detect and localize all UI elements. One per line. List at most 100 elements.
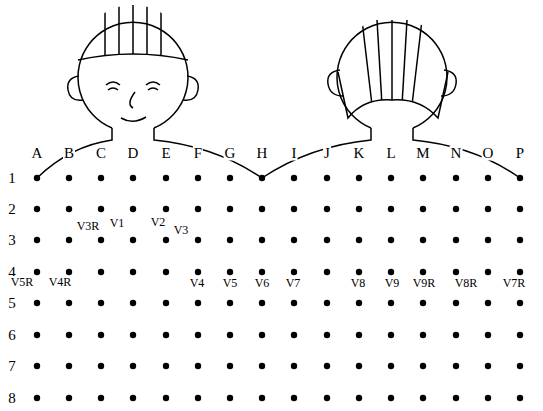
electrode-dot <box>291 206 297 212</box>
electrode-dot <box>291 175 297 181</box>
column-letter: C <box>95 146 107 161</box>
electrode-dot <box>356 175 362 181</box>
electrode-dot <box>130 206 136 212</box>
lead-label: V2 <box>150 216 167 228</box>
electrode-dot <box>420 395 426 401</box>
lead-label: V3R <box>76 220 101 232</box>
electrode-dot <box>34 175 40 181</box>
column-letter: G <box>224 146 237 161</box>
electrode-dot <box>485 269 491 275</box>
column-letter: N <box>450 146 463 161</box>
electrode-dot <box>453 395 459 401</box>
electrode-dot <box>163 206 169 212</box>
electrode-dot <box>485 206 491 212</box>
electrode-dot <box>453 206 459 212</box>
electrode-dot <box>227 395 233 401</box>
electrode-dot <box>324 237 330 243</box>
electrode-dot <box>324 175 330 181</box>
column-letter: A <box>31 146 44 161</box>
electrode-dot <box>388 395 394 401</box>
electrode-dot <box>130 237 136 243</box>
lead-label: V8R <box>454 277 479 289</box>
electrode-dot <box>163 363 169 369</box>
electrode-dot <box>98 175 104 181</box>
electrode-dot <box>324 332 330 338</box>
electrode-dot <box>66 300 72 306</box>
electrode-dot <box>259 269 265 275</box>
electrode-dot <box>98 395 104 401</box>
electrode-dot <box>98 300 104 306</box>
electrode-dot <box>291 332 297 338</box>
column-letter: F <box>193 146 203 161</box>
electrode-dot <box>227 300 233 306</box>
column-letter: B <box>63 146 75 161</box>
electrode-dot <box>98 237 104 243</box>
row-number: 3 <box>7 233 17 248</box>
electrode-dot <box>388 237 394 243</box>
electrode-dot <box>485 175 491 181</box>
row-number: 1 <box>7 171 17 186</box>
electrode-dot <box>195 269 201 275</box>
electrode-dot <box>259 175 265 181</box>
electrode-dot <box>517 395 523 401</box>
electrode-dot <box>66 237 72 243</box>
electrode-dot <box>130 363 136 369</box>
electrode-dot <box>356 395 362 401</box>
electrode-dot <box>66 363 72 369</box>
lead-label: V4R <box>48 276 73 288</box>
electrode-dot <box>34 332 40 338</box>
electrode-dot <box>388 332 394 338</box>
lead-label: V7 <box>285 277 302 289</box>
electrode-dot <box>227 269 233 275</box>
electrode-dot <box>517 363 523 369</box>
electrode-dot <box>517 206 523 212</box>
column-letter: H <box>256 146 269 161</box>
lead-label: V5R <box>10 276 35 288</box>
electrode-dot <box>163 395 169 401</box>
column-letter: L <box>385 146 396 161</box>
electrode-dot <box>291 395 297 401</box>
electrode-dot <box>356 269 362 275</box>
electrode-dot <box>453 237 459 243</box>
electrode-dot <box>130 300 136 306</box>
electrode-dot <box>259 395 265 401</box>
back-figure <box>262 20 520 178</box>
electrode-dot <box>453 363 459 369</box>
electrode-dot <box>227 332 233 338</box>
electrode-dot <box>324 395 330 401</box>
electrode-dot <box>259 206 265 212</box>
electrode-dot <box>195 237 201 243</box>
electrode-dot <box>324 363 330 369</box>
row-number: 7 <box>7 359 17 374</box>
electrode-dot <box>485 395 491 401</box>
electrode-dot <box>34 300 40 306</box>
electrode-dot <box>453 332 459 338</box>
electrode-dot <box>163 175 169 181</box>
electrode-dot <box>388 363 394 369</box>
electrode-dot <box>356 206 362 212</box>
electrode-dot <box>517 332 523 338</box>
lead-label: V5 <box>222 277 239 289</box>
electrode-dot <box>291 363 297 369</box>
electrode-dot <box>324 269 330 275</box>
electrode-dot <box>195 332 201 338</box>
electrode-dot <box>130 332 136 338</box>
column-letter: I <box>291 146 298 161</box>
lead-label: V1 <box>109 217 126 229</box>
electrode-dot <box>34 206 40 212</box>
electrode-dot <box>388 269 394 275</box>
electrode-dot <box>420 332 426 338</box>
electrode-dot <box>388 175 394 181</box>
electrode-dot <box>259 300 265 306</box>
electrode-dot <box>34 269 40 275</box>
electrode-dot <box>356 237 362 243</box>
electrode-dot <box>163 300 169 306</box>
lead-label: V4 <box>189 277 206 289</box>
electrode-dot <box>420 269 426 275</box>
electrode-dot <box>98 332 104 338</box>
row-number: 2 <box>7 202 17 217</box>
electrode-dot <box>163 237 169 243</box>
electrode-dot <box>130 175 136 181</box>
electrode-dot <box>291 300 297 306</box>
